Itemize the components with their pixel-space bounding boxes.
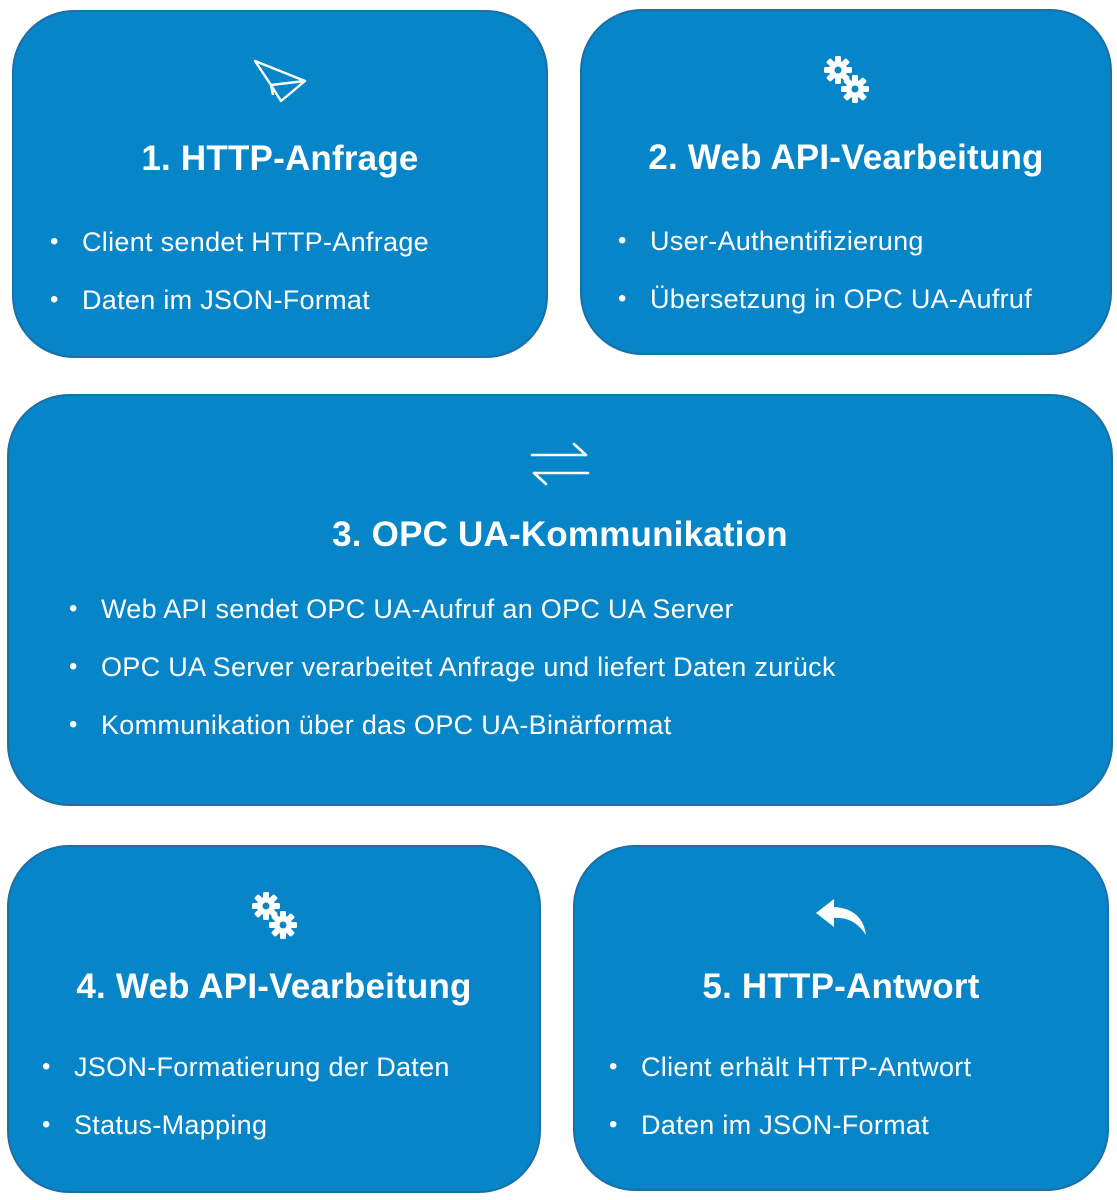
step-bullet-list: User-Authentifizierung Übersetzung in OP… [618,221,1032,337]
paper-plane-icon [14,52,546,108]
reply-arrow-icon [575,887,1107,943]
exchange-arrows-icon [9,436,1111,492]
list-item: OPC UA Server verarbeitet Anfrage und li… [69,647,836,705]
list-item: Daten im JSON-Format [609,1105,971,1163]
list-item: User-Authentifizierung [618,221,1032,279]
step-card-opc-ua-communication: 3. OPC UA-Kommunikation Web API sendet O… [7,394,1113,806]
list-item: JSON-Formatierung der Daten [42,1047,450,1105]
list-item: Client sendet HTTP-Anfrage [50,222,429,280]
step-bullet-list: Client sendet HTTP-Anfrage Daten im JSON… [50,222,429,338]
step-bullet-list: JSON-Formatierung der Daten Status-Mappi… [42,1047,450,1163]
gears-icon [9,887,539,943]
step-title: 4. Web API-Vearbeitung [76,967,472,1006]
step-bullet-list: Web API sendet OPC UA-Aufruf an OPC UA S… [69,589,836,763]
step-title: 2. Web API-Vearbeitung [648,138,1044,177]
list-item: Web API sendet OPC UA-Aufruf an OPC UA S… [69,589,836,647]
step-title: 5. HTTP-Antwort [702,967,980,1006]
list-item: Kommunikation über das OPC UA-Binärforma… [69,705,836,763]
list-item: Client erhält HTTP-Antwort [609,1047,971,1105]
step-title: 3. OPC UA-Kommunikation [332,515,788,554]
list-item: Status-Mapping [42,1105,450,1163]
step-card-http-request: 1. HTTP-Anfrage Client sendet HTTP-Anfra… [12,10,548,358]
step-bullet-list: Client erhält HTTP-Antwort Daten im JSON… [609,1047,971,1163]
gears-icon [582,51,1110,107]
step-title: 1. HTTP-Anfrage [141,139,419,178]
list-item: Daten im JSON-Format [50,280,429,338]
list-item: Übersetzung in OPC UA-Aufruf [618,279,1032,337]
step-card-http-response: 5. HTTP-Antwort Client erhält HTTP-Antwo… [573,845,1109,1191]
step-card-web-api-processing-response: 4. Web API-Vearbeitung JSON-Formatierung… [7,845,541,1193]
step-card-web-api-processing: 2. Web API-Vearbeitung User-Authentifizi… [580,9,1112,355]
